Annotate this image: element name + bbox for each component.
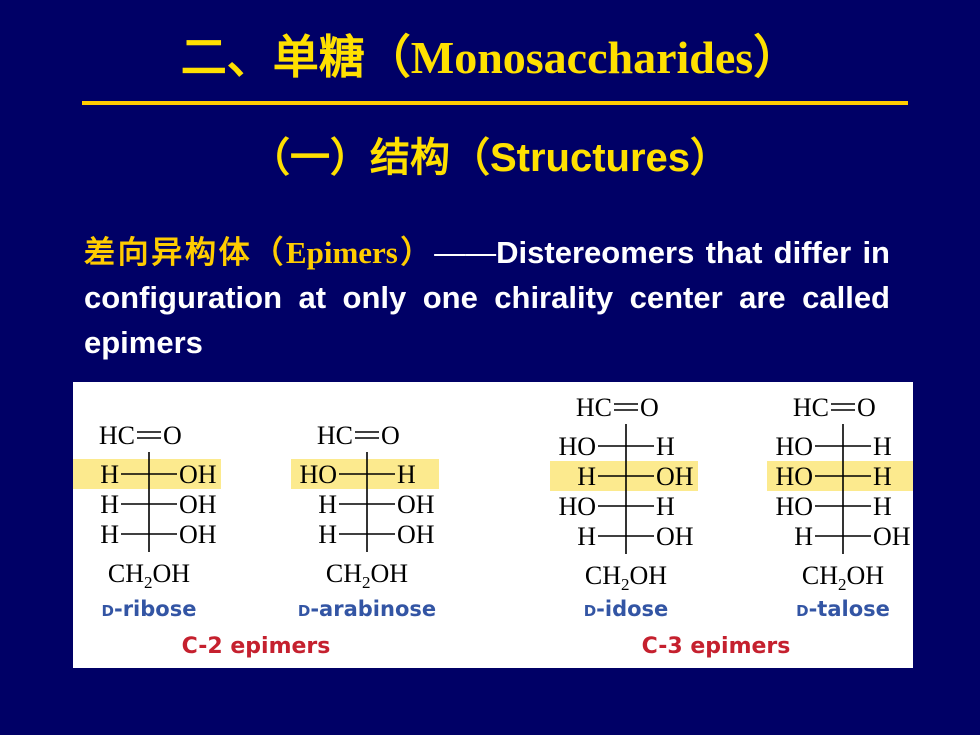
right-substituent: OH <box>873 522 911 551</box>
hydroxymethyl-group: CH2OH <box>108 559 190 592</box>
c3-epimers-label: C-3 epimers <box>642 634 791 659</box>
left-substituent: HO <box>558 432 596 461</box>
hydroxymethyl-group-text: CH2OH <box>802 561 884 594</box>
aldehyde-group-right: O <box>381 421 400 450</box>
hydroxymethyl-group-text: CH2OH <box>326 559 408 592</box>
hydroxymethyl-group: CH2OH <box>802 561 884 594</box>
aldehyde-group-left: HC <box>317 421 353 450</box>
left-substituent: HO <box>775 492 813 521</box>
definition-text: Distereomers that differ in configuratio… <box>84 235 890 360</box>
right-substituent: OH <box>656 522 694 551</box>
left-substituent: HO <box>775 432 813 461</box>
left-substituent: H <box>100 520 119 549</box>
left-substituent: H <box>100 460 119 489</box>
right-substituent: H <box>873 462 892 491</box>
right-substituent: H <box>873 492 892 521</box>
right-substituent: OH <box>656 462 694 491</box>
sugar-name: D-arabinose <box>298 597 436 621</box>
section-subtitle: （一）结构（Structures） <box>0 130 980 186</box>
right-substituent: H <box>656 432 675 461</box>
aldehyde-group-left: HC <box>576 393 612 422</box>
left-substituent: H <box>794 522 813 551</box>
right-substituent: OH <box>179 460 217 489</box>
hydroxymethyl-group: CH2OH <box>326 559 408 592</box>
slide-title: 二、单糖（Monosaccharides） <box>180 32 800 83</box>
left-substituent: HO <box>775 462 813 491</box>
right-substituent: OH <box>397 520 435 549</box>
left-substituent: H <box>318 490 337 519</box>
left-substituent: H <box>577 522 596 551</box>
c2-epimers-label: C-2 epimers <box>182 634 331 659</box>
right-substituent: OH <box>179 520 217 549</box>
left-substituent: H <box>318 520 337 549</box>
sugar-name: D-idose <box>584 597 669 621</box>
subtitle-close: ） <box>690 136 731 180</box>
left-substituent: HO <box>558 492 596 521</box>
left-substituent: HO <box>299 460 337 489</box>
aldehyde-group-right: O <box>163 421 182 450</box>
hydroxymethyl-group-text: CH2OH <box>585 561 667 594</box>
title-divider <box>82 101 908 105</box>
hydroxymethyl-group: CH2OH <box>585 561 667 594</box>
right-substituent: H <box>656 492 675 521</box>
aldehyde-group-right: O <box>640 393 659 422</box>
aldehyde-group: HC O <box>99 421 182 450</box>
right-substituent: OH <box>397 490 435 519</box>
right-substituent: H <box>397 460 416 489</box>
sugar-name: D-talose <box>796 597 890 621</box>
right-substituent: H <box>873 432 892 461</box>
subtitle-en: Structures <box>489 136 691 180</box>
hydroxymethyl-group-text: CH2OH <box>108 559 190 592</box>
aldehyde-group: HC O <box>793 393 876 422</box>
aldehyde-group-left: HC <box>793 393 829 422</box>
right-substituent: OH <box>179 490 217 519</box>
left-substituent: H <box>100 490 119 519</box>
epimer-definition: 差向异构体（Epimers）——Distereomers that differ… <box>84 230 890 365</box>
aldehyde-group-left: HC <box>99 421 135 450</box>
left-substituent: H <box>577 462 596 491</box>
aldehyde-group: HC O <box>576 393 659 422</box>
aldehyde-group-right: O <box>857 393 876 422</box>
subtitle-zh: （一）结构（ <box>249 136 490 180</box>
sugar-name: D-ribose <box>102 597 197 621</box>
definition-dash: —— <box>434 235 497 270</box>
epimer-term: 差向异构体（Epimers） <box>84 235 435 270</box>
aldehyde-group: HC O <box>317 421 400 450</box>
